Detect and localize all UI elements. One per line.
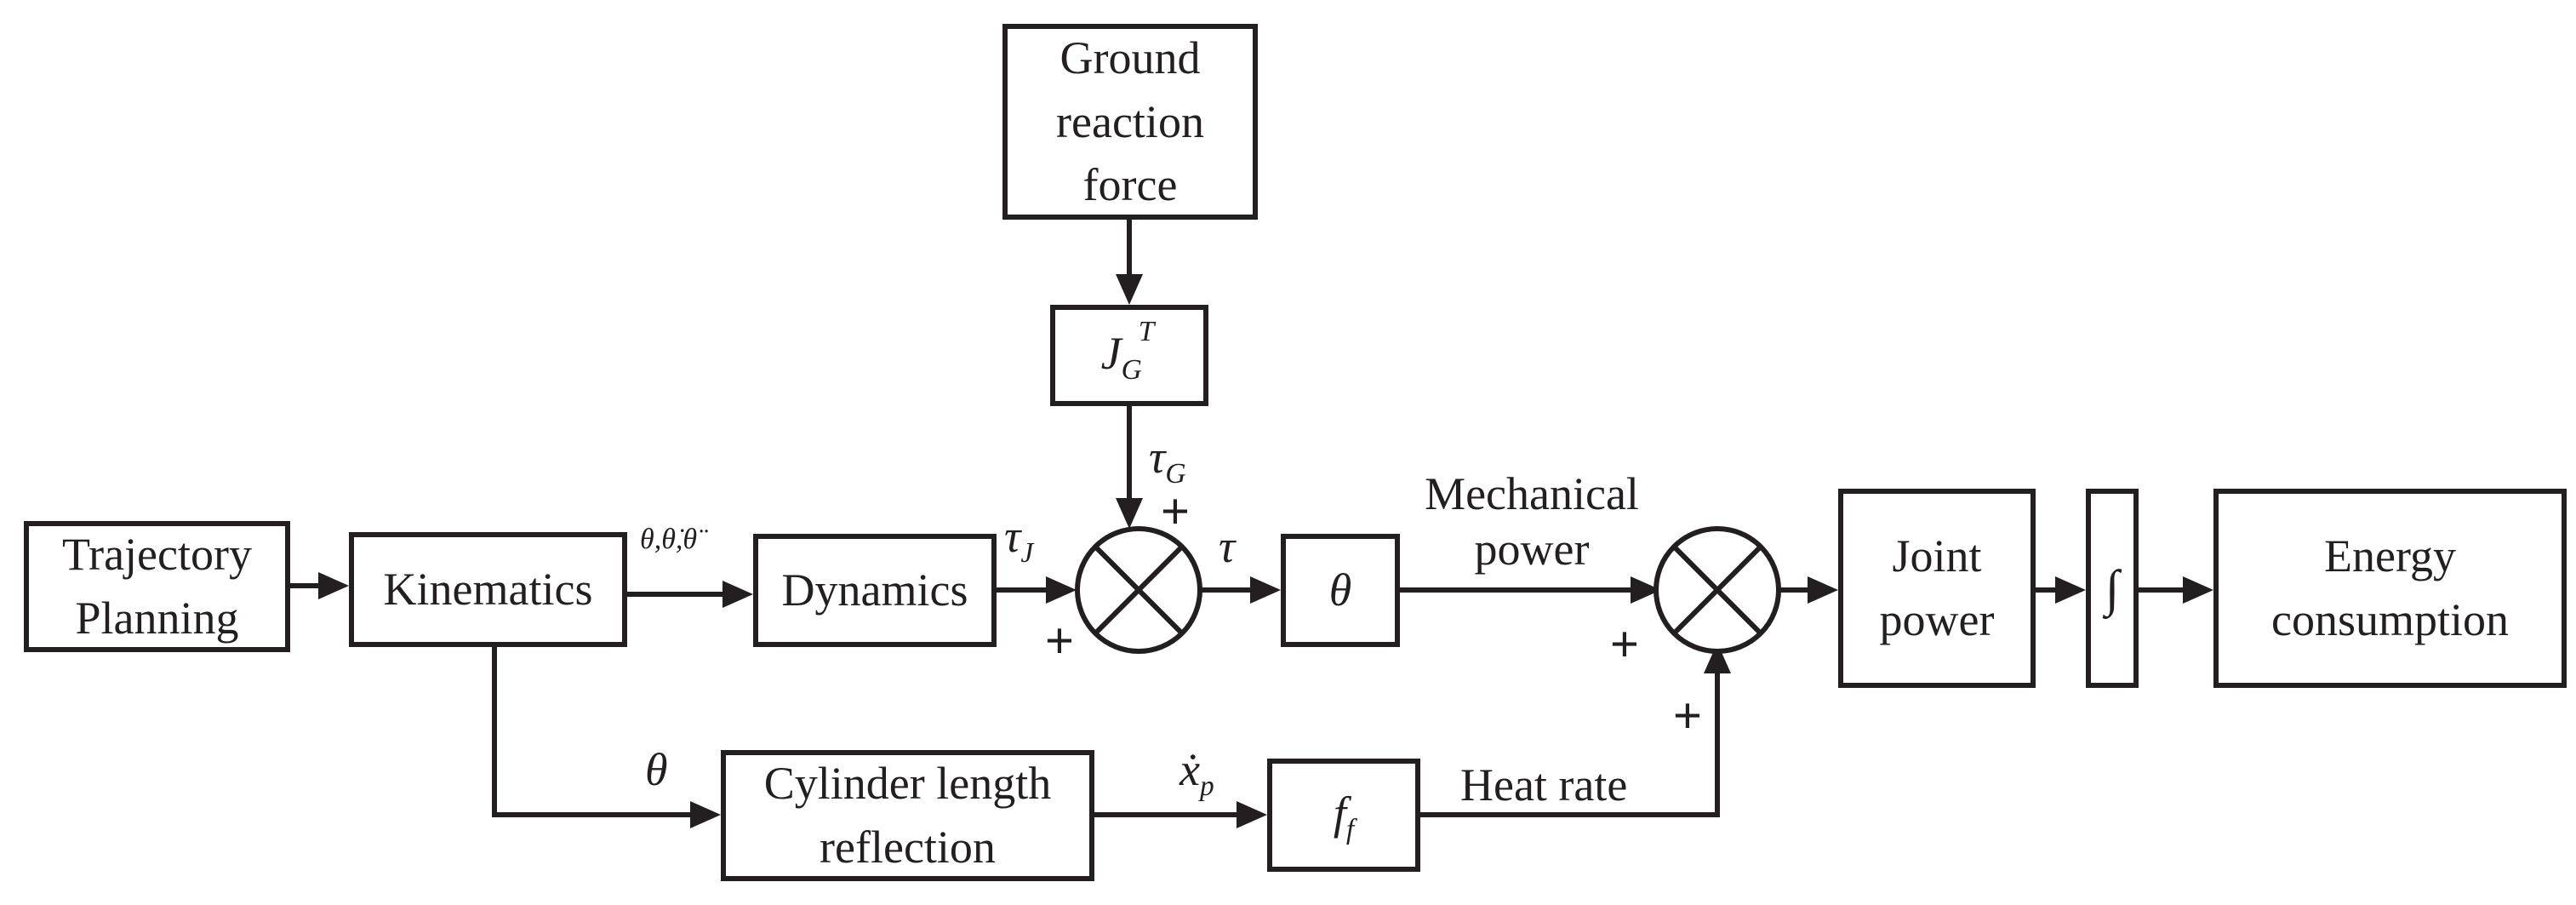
jacobian-transpose-block: JGT bbox=[1050, 305, 1208, 406]
sum1-top-plus: + bbox=[1161, 484, 1190, 539]
joint-power-block: Joint power bbox=[1838, 489, 2036, 688]
sum2-bottom-plus: + bbox=[1673, 688, 1702, 743]
sum1-left-plus: + bbox=[1045, 613, 1074, 668]
mechanical-power-label: Mechanical power bbox=[1425, 468, 1639, 575]
cylinder-length-reflection-block: Cylinder length reflection bbox=[721, 750, 1094, 881]
arrowhead-joint bbox=[1808, 576, 1838, 604]
theta-branch-label: θ bbox=[645, 744, 668, 795]
kinematics-output-label: θ,θ̇,θ̈ bbox=[640, 524, 698, 555]
arrowhead-sum1-top bbox=[1116, 498, 1143, 529]
x-p-label: ẋp bbox=[1179, 744, 1214, 802]
heat-rate-label: Heat rate bbox=[1460, 759, 1628, 810]
arrowhead-jacobian bbox=[1116, 274, 1143, 305]
arrowhead-sum2-left bbox=[1631, 576, 1661, 604]
arrowhead-kinematics bbox=[318, 572, 349, 599]
kinematics-block: Kinematics bbox=[349, 532, 627, 647]
arrowhead-cylinder bbox=[690, 801, 721, 828]
tau-j-label: τJ bbox=[1004, 511, 1034, 569]
arrowhead-integral bbox=[2055, 576, 2086, 604]
ground-reaction-force-block: Ground reaction force bbox=[1002, 24, 1258, 220]
arrow-kinematics-to-cylinder bbox=[492, 647, 694, 817]
arrowhead-sum2-bottom bbox=[1704, 643, 1731, 673]
tau-label: τ bbox=[1219, 521, 1236, 572]
arrow-ff-to-sum2 bbox=[1420, 668, 1720, 817]
integral-block: ∫ bbox=[2086, 489, 2139, 688]
arrowhead-energy bbox=[2183, 576, 2213, 604]
trajectory-planning-block: Trajectory Planning bbox=[24, 521, 290, 652]
tau-g-label: τG bbox=[1149, 432, 1186, 490]
dynamics-block: Dynamics bbox=[753, 534, 997, 647]
theta-block: θ bbox=[1281, 534, 1400, 647]
arrowhead-ff bbox=[1237, 801, 1267, 828]
arrowhead-theta bbox=[1250, 576, 1281, 604]
sum2-left-plus: + bbox=[1610, 616, 1639, 672]
arrowhead-sum1-left bbox=[1046, 576, 1077, 604]
energy-consumption-block: Energy consumption bbox=[2213, 489, 2567, 688]
arrowhead-dynamics bbox=[723, 581, 753, 608]
friction-block: ff bbox=[1267, 759, 1420, 872]
